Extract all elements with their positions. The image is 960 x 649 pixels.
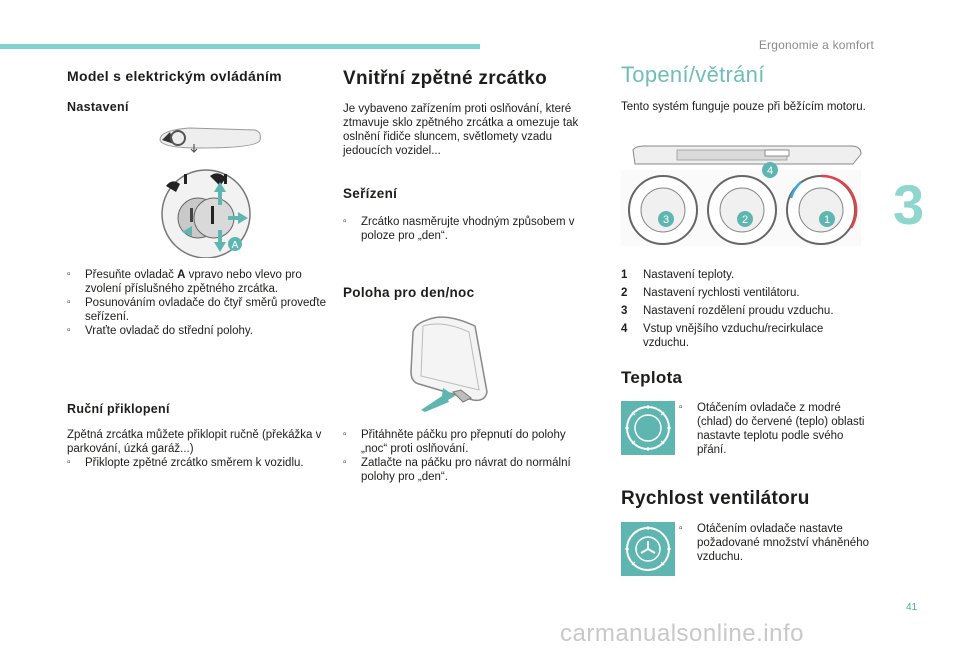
watermark: carmanualsonline.info	[560, 620, 804, 647]
bullet-text: Zatlačte na páčku pro návrat do normální…	[361, 457, 571, 483]
bullet-item: ▫ Otáčením ovladače z modré (chlad) do č…	[679, 401, 869, 457]
temperature-dial-icon	[621, 401, 675, 455]
callout-2-label: 2	[742, 214, 748, 226]
adjust-heading: Seřízení	[343, 186, 398, 201]
callout-3-label: 3	[663, 214, 669, 226]
callout-badges: 4 3 2 1	[658, 162, 835, 227]
callout-a-badge	[228, 237, 242, 251]
pull-arrow-icon	[421, 388, 455, 412]
bullet-mark: ▫	[343, 216, 347, 227]
column-electric-mirror: Model s elektrickým ovládáním Nastavení	[67, 68, 329, 116]
fan-dial-icon	[621, 522, 675, 576]
bullet-item: ▫ Otáčením ovladače nastavte požadované …	[679, 522, 869, 564]
bullet-text: Přiklopte zpětné zrcátko směrem k vozidl…	[85, 457, 304, 469]
callout-4-label: 4	[767, 165, 773, 177]
section-title: Ergonomie a komfort	[758, 38, 874, 52]
settings-heading: Nastavení	[67, 100, 129, 114]
bullet-item: ▫ Přesuňte ovladač A vpravo nebo vlevo p…	[67, 268, 329, 296]
manual-fold-section: Ruční přiklopení Zpětná zrcátka můžete p…	[67, 401, 329, 470]
fan-heading: Rychlost ventilátoru	[621, 488, 810, 509]
bullet-item: ▫ Vraťte ovladač do střední polohy.	[67, 324, 329, 338]
callout-1-label: 1	[824, 214, 830, 226]
bullet-mark: ▫	[67, 297, 71, 308]
fan-steps: ▫ Otáčením ovladače nastavte požadované …	[679, 522, 869, 564]
callout-1-badge	[819, 211, 835, 227]
bullet-mark: ▫	[67, 457, 71, 468]
climate-panel-illustration: 4 3 2 1	[621, 145, 862, 246]
bullet-text: Přitáhněte páčku pro přepnutí do polohy …	[361, 429, 566, 455]
bullet-item: ▫ Zrcátko nasměrujte vhodným způsobem v …	[343, 215, 593, 243]
rearview-mirror-icon	[410, 316, 488, 403]
bullet-item: ▫ Přiklopte zpětné zrcátko směrem k vozi…	[67, 456, 329, 470]
daynight-steps: ▫ Přitáhněte páčku pro přepnutí do poloh…	[343, 428, 593, 484]
bullet-text: Přesuňte ovladač A vpravo nebo vlevo pro…	[85, 269, 302, 295]
bullet-mark: ▫	[67, 325, 71, 336]
interior-mirror-intro: Je vybaveno zařízením proti oslňování, k…	[343, 103, 579, 157]
chapter-number: 3	[893, 173, 925, 236]
bullet-item: ▫ Zatlačte na páčku pro návrat do normál…	[343, 456, 593, 484]
fold-heading: Ruční přiklopení	[67, 402, 170, 416]
bullet-text: Posunováním ovladače do čtyř směrů prove…	[85, 297, 327, 323]
direction-arrows-icon	[182, 182, 248, 252]
mirror-switch-illustration: A	[159, 127, 261, 258]
rearview-mirror-illustration	[410, 316, 488, 412]
bullet-text: Otáčením ovladače nastavte požadované mn…	[697, 523, 869, 563]
page-number: 41	[906, 602, 918, 613]
bullet-mark: ▫	[343, 457, 347, 468]
electric-mirror-title: Model s elektrickým ovládáním	[67, 68, 282, 84]
bullet-text: Otáčením ovladače z modré (chlad) do čer…	[697, 402, 865, 456]
callout-4-badge	[762, 162, 778, 178]
climate-panel-icon	[621, 145, 862, 246]
callout-2-badge	[737, 211, 753, 227]
bullet-mark: ▫	[343, 429, 347, 440]
column-heating: Topení/větrání Tento systém funguje pouz…	[621, 62, 871, 114]
interior-mirror-title: Vnitřní zpětné zrcátko	[343, 68, 548, 89]
fold-text: Zpětná zrcátka můžete přiklopit ručně (p…	[67, 429, 322, 455]
fan-section: Rychlost ventilátoru	[621, 488, 871, 510]
temperature-heading: Teplota	[621, 368, 683, 387]
bullet-mark: ▫	[679, 402, 683, 413]
bullet-item: ▫ Posunováním ovladače do čtyř směrů pro…	[67, 296, 329, 324]
temperature-steps: ▫ Otáčením ovladače z modré (chlad) do č…	[679, 401, 869, 457]
car-top-icon	[159, 127, 261, 153]
mirror-adjust-steps: ▫ Přesuňte ovladač A vpravo nebo vlevo p…	[67, 268, 329, 338]
temperature-section: Teplota	[621, 368, 871, 388]
bullet-item: ▫ Přitáhněte páčku pro přepnutí do poloh…	[343, 428, 593, 456]
callout-a-label: A	[232, 240, 239, 251]
bullet-text: Zrcátko nasměrujte vhodným způsobem v po…	[361, 216, 575, 242]
daynight-heading: Poloha pro den/noc	[343, 285, 475, 300]
callout-3-badge	[658, 211, 674, 227]
bullet-mark: ▫	[67, 269, 71, 280]
bullet-text: Vraťte ovladač do střední polohy.	[85, 325, 253, 337]
bullet-mark: ▫	[679, 523, 683, 534]
heating-title: Topení/větrání	[621, 62, 765, 87]
heating-intro: Tento systém funguje pouze při běžícím m…	[621, 101, 866, 113]
header-accent-bar	[0, 44, 480, 49]
column-interior-mirror: Vnitřní zpětné zrcátko Je vybaveno zaříz…	[343, 68, 593, 301]
